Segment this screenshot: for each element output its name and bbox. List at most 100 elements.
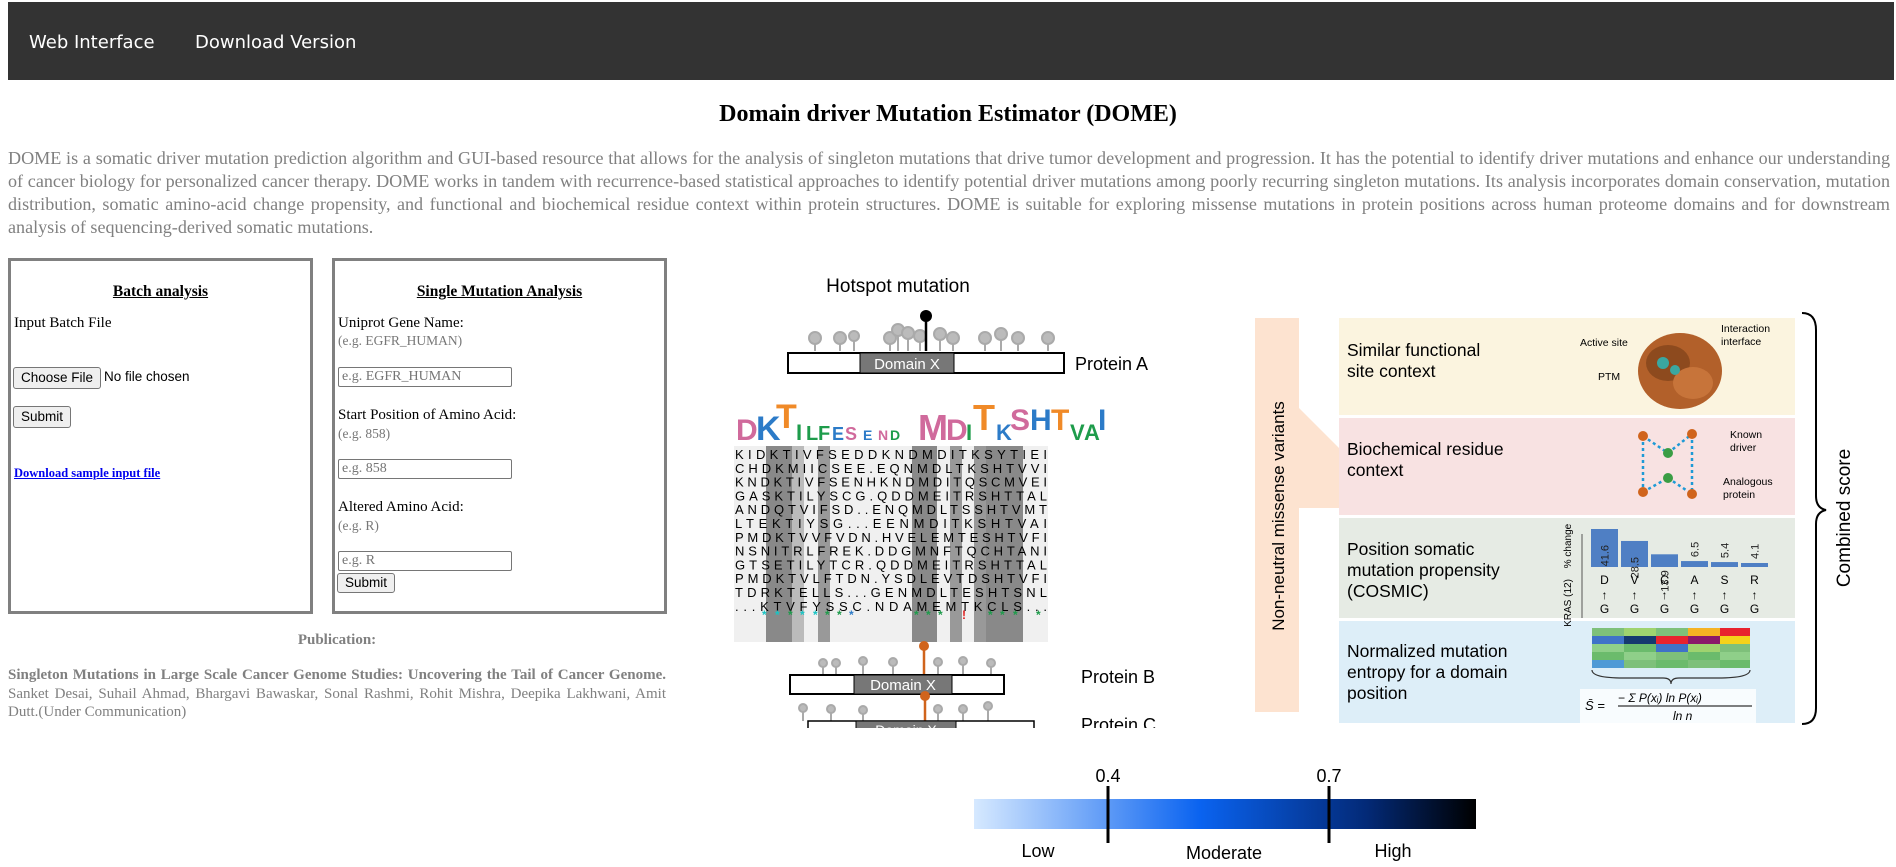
- altered-aa-label: Altered Amino Acid:: [338, 499, 464, 515]
- hotspot-lollipop: [920, 310, 932, 351]
- start-position-input[interactable]: [338, 459, 512, 479]
- dome-overview-figure: Hotspot mutation Domain X Protein A D K …: [734, 276, 1855, 728]
- protein-c-hotspot: [920, 691, 930, 721]
- threshold-high-label: 0.7: [1316, 766, 1341, 786]
- alignment-row: TDRKTELLS...GENMDLTESHTSNL: [735, 585, 1047, 600]
- svg-text:V: V: [1070, 420, 1085, 445]
- protein-a-domain-label: Domain X: [874, 356, 940, 373]
- single-mutation-title: Single Mutation Analysis: [416, 283, 583, 300]
- wildtype-residue-label: G: [1690, 602, 1699, 616]
- entropy-heatmap: [1592, 628, 1750, 668]
- batch-analysis-title: Batch analysis: [112, 283, 209, 300]
- colorbar-high-label: High: [1374, 841, 1411, 861]
- protein-a-label: Protein A: [1075, 354, 1148, 374]
- svg-text:T: T: [776, 398, 797, 436]
- gene-name-input[interactable]: [338, 367, 512, 387]
- protein-b-hotspot: [919, 641, 929, 675]
- nav-web-interface[interactable]: Web Interface: [29, 32, 155, 53]
- publication-citation: Singleton Mutations in Large Scale Cance…: [8, 666, 666, 722]
- svg-text:A: A: [1084, 420, 1100, 445]
- propensity-bar: [1681, 561, 1708, 567]
- svg-text:K: K: [996, 420, 1012, 445]
- svg-text:*: *: [1036, 608, 1041, 622]
- svg-text:*: *: [837, 608, 842, 622]
- svg-text:*: *: [938, 608, 943, 622]
- svg-text:I: I: [1098, 404, 1106, 437]
- protein-c-lollipops: [798, 701, 993, 721]
- propensity-bar-label: 4.1: [1750, 544, 1762, 559]
- propensity-bar-label: 6.5: [1690, 542, 1702, 557]
- svg-text:*: *: [788, 608, 793, 622]
- propensity-bar: [1651, 554, 1678, 567]
- panel3-gene-label: KRAS (12): [1563, 579, 1574, 627]
- alignment-row: NSNITRLFREK.DDGMNFTQCHTANI: [735, 544, 1047, 559]
- entropy-formula: S̄ = − Σ P(xᵢ) ln P(xᵢ) ln n: [1580, 689, 1756, 723]
- svg-text:K: K: [756, 410, 781, 448]
- side-label: Non-neutral missense variants: [1269, 401, 1288, 631]
- svg-text:*: *: [849, 608, 854, 622]
- active-site-label: Active site: [1580, 337, 1628, 349]
- alignment-row: LTEKTIYSG...EENMDITKSHTVAI: [735, 516, 1047, 531]
- panel3-axis-label: % change: [1563, 523, 1574, 568]
- colorbar-gradient: [974, 799, 1476, 829]
- alignment-row: PMDKTVVFVDN.HVELEMTESHTVFI: [735, 530, 1047, 545]
- start-position-label: Start Position of Amino Acid:: [338, 407, 517, 423]
- protein-a-lollipops: [808, 323, 1055, 351]
- alignment-row: GASKTILYSCG.QDDMEITRSHTTAL: [735, 488, 1047, 503]
- mutant-residue-label: A: [1690, 573, 1698, 587]
- svg-text:D: D: [946, 414, 968, 447]
- altered-aa-input[interactable]: [338, 551, 512, 571]
- publication-heading: Publication:: [297, 632, 377, 648]
- conservation-stars: ** ** ** ** ** *! ** **: [762, 608, 1041, 622]
- download-sample-link[interactable]: Download sample input file: [14, 466, 161, 480]
- wildtype-residue-label: G: [1750, 602, 1759, 616]
- svg-text:*: *: [926, 608, 931, 622]
- residue-nodes: [1638, 429, 1697, 499]
- svg-text:M: M: [918, 407, 948, 448]
- svg-text:!: !: [962, 608, 966, 622]
- svg-text:*: *: [800, 608, 805, 622]
- single-mutation-panel: Single Mutation Analysis Uniprot Gene Na…: [332, 258, 667, 614]
- threshold-low-label: 0.4: [1095, 766, 1120, 786]
- svg-text:S: S: [1010, 404, 1030, 437]
- single-submit-button[interactable]: Submit: [337, 573, 396, 593]
- svg-text:I: I: [796, 420, 802, 445]
- start-position-hint: (e.g. 858): [338, 426, 391, 441]
- mutant-residue-label: C: [1660, 573, 1669, 587]
- nav-download-version[interactable]: Download Version: [195, 32, 357, 53]
- svg-text:ln n: ln n: [1673, 709, 1693, 723]
- score-colorbar: 0.4 0.7 Low Moderate High: [974, 766, 1476, 863]
- gene-name-label: Uniprot Gene Name:: [338, 315, 464, 331]
- wildtype-residue-label: G: [1720, 602, 1729, 616]
- arrow-up-icon: ↑: [1752, 588, 1758, 602]
- batch-submit-button[interactable]: Submit: [13, 406, 72, 428]
- mutant-residue-label: R: [1750, 573, 1759, 587]
- svg-text:N: N: [878, 427, 888, 443]
- page-title: Domain driver Mutation Estimator (DOME): [719, 101, 1177, 127]
- svg-text:*: *: [1000, 608, 1005, 622]
- protein-c-label: Protein C: [1081, 715, 1156, 728]
- propensity-bars: 41.6D↑G28.5V↑G13.9C↑G6.5A↑G5.4S↑G4.1R↑G: [1591, 529, 1768, 616]
- intro-paragraph: DOME is a somatic driver mutation predic…: [8, 148, 1890, 237]
- svg-text:D: D: [890, 427, 900, 443]
- protein-structure-icon: [1638, 333, 1722, 409]
- choose-file-button[interactable]: Choose File: [13, 367, 102, 389]
- protein-b-lollipops: [818, 656, 996, 675]
- svg-text:F: F: [818, 423, 830, 445]
- propensity-bar: [1621, 540, 1648, 567]
- protein-a-domain: [859, 352, 955, 374]
- wildtype-residue-label: G: [1660, 602, 1669, 616]
- svg-text:*: *: [914, 608, 919, 622]
- propensity-bar: [1591, 529, 1618, 567]
- arrow-up-icon: ↑: [1692, 588, 1698, 602]
- svg-text:T: T: [1051, 404, 1069, 437]
- arrow-up-icon: ↑: [1722, 588, 1728, 602]
- protein-b-label: Protein B: [1081, 667, 1155, 687]
- svg-text:S: S: [845, 424, 857, 444]
- svg-text:T: T: [973, 397, 995, 438]
- alignment-row: ANDQTVIFSD..ENQMDLTSSHTVMT: [735, 502, 1047, 517]
